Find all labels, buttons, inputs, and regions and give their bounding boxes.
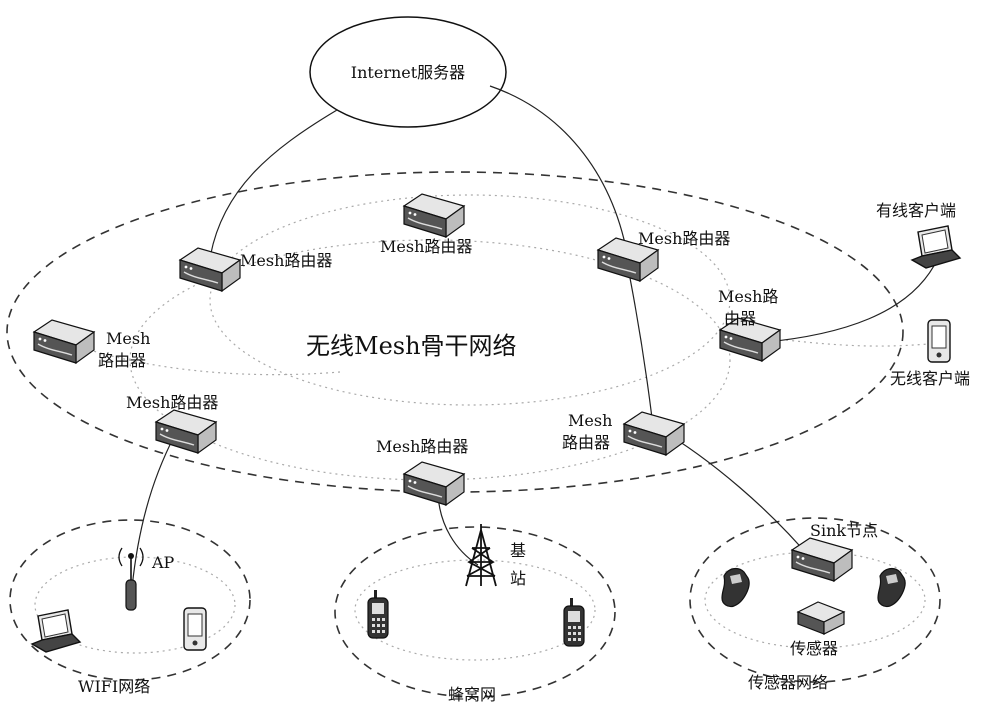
phone-icon [183, 607, 207, 651]
wifi-boundary [9, 519, 251, 681]
wired-client-label: 有线客户端 [876, 201, 956, 220]
router-label: 路由器 [562, 433, 610, 452]
mesh-router-icon [33, 319, 95, 364]
sink-label: Sink节点 [810, 521, 878, 540]
phone-icon [877, 567, 906, 608]
router-label: 由器 [724, 309, 756, 328]
phone-icon [721, 567, 750, 608]
router-label: 路由器 [98, 351, 146, 370]
mesh-router-icon [791, 537, 853, 582]
wifi-network-label: WIFI网络 [78, 677, 150, 696]
sensor-network-label: 传感器网络 [748, 673, 828, 692]
backbone-label: 无线Mesh骨干网络 [306, 332, 517, 360]
mesh-router-icon [179, 247, 241, 292]
phone-icon [927, 319, 951, 363]
router-label: Mesh路由器 [376, 437, 468, 456]
laptop-icon [31, 609, 81, 653]
wired-links [131, 85, 939, 589]
router-label: Mesh路由器 [380, 237, 472, 256]
cellular-network-label: 蜂窝网 [448, 685, 496, 704]
ap-antenna-icon [118, 547, 144, 611]
router-label: Mesh [568, 411, 612, 430]
router-label: Mesh路 [718, 287, 778, 306]
laptop-icon [911, 225, 961, 269]
cell-tower-icon [465, 524, 497, 587]
mesh-router-icon [155, 409, 217, 454]
sensor-boundary [689, 517, 941, 683]
phone-icon [367, 589, 389, 639]
phone-icon [563, 597, 585, 647]
wireless-links [34, 194, 929, 661]
sensor-label: 传感器 [790, 639, 838, 658]
mesh-router-icon [403, 193, 465, 238]
mesh-router-icon [403, 461, 465, 506]
sensor-icon [796, 601, 846, 635]
router-label: Mesh路由器 [240, 251, 332, 270]
internet-server [309, 16, 507, 128]
wireless-client-label: 无线客户端 [890, 369, 970, 388]
base-station-label: 基 [510, 541, 526, 560]
router-label: Mesh路由器 [638, 229, 730, 248]
base-station-label: 站 [510, 569, 526, 588]
ap-label: AP [151, 553, 175, 572]
internet-server-label: Internet服务器 [351, 63, 465, 82]
router-label: Mesh [106, 329, 150, 348]
router-label: Mesh路由器 [126, 393, 218, 412]
cellular-boundary [334, 526, 616, 698]
